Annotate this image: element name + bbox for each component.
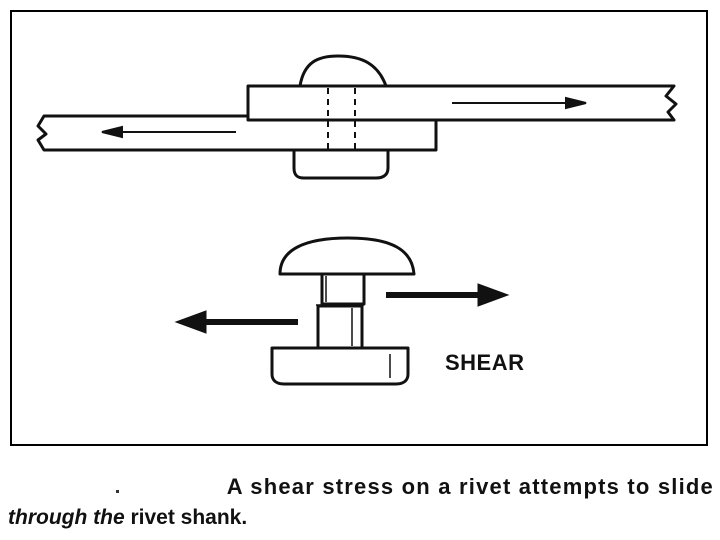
stray-mark: [116, 490, 119, 493]
rivet-tail-bottom: [292, 148, 390, 180]
lower-plate: [36, 114, 438, 152]
caption-line-2: through the rivet shank.: [8, 506, 247, 530]
caption-line-2-italic: through the: [8, 506, 125, 529]
sheared-rivet-head: [278, 236, 416, 276]
shear-arrow-right-head: [477, 283, 510, 307]
sheared-rivet-tail: [270, 346, 410, 386]
rivet-head-top: [298, 54, 388, 88]
upper-plate-arrow-head: [565, 96, 587, 110]
shear-label: SHEAR: [445, 350, 525, 375]
caption-line-1: A shear stress on a rivet attempts to sl…: [226, 474, 714, 499]
shear-arrow-left-head: [174, 310, 207, 334]
caption-line-2-rest: rivet shank.: [124, 506, 248, 529]
sheared-shank-lower: [316, 304, 364, 350]
lower-plate-arrow-head: [101, 125, 123, 139]
sheared-shank-upper: [320, 272, 366, 306]
